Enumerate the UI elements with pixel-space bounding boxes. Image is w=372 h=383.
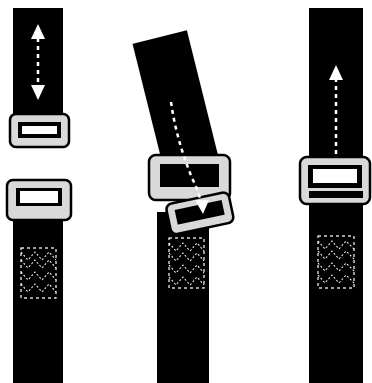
stitched-patch-icon [20,247,57,299]
threading-arrow-icon [169,101,209,214]
stitched-patch-icon [317,235,355,289]
step-3-panel [298,8,372,383]
lower-strap [157,212,209,383]
buckle-icon [298,155,372,206]
step-2-panel [132,30,235,383]
double-arrow-icon [31,24,45,100]
step-1-panel [5,8,73,383]
buckle-icon [5,178,73,222]
buckle-icon [165,191,235,236]
stitched-patch-icon [168,237,205,289]
buckle-icon [8,112,71,149]
buckle-icon [147,153,232,202]
